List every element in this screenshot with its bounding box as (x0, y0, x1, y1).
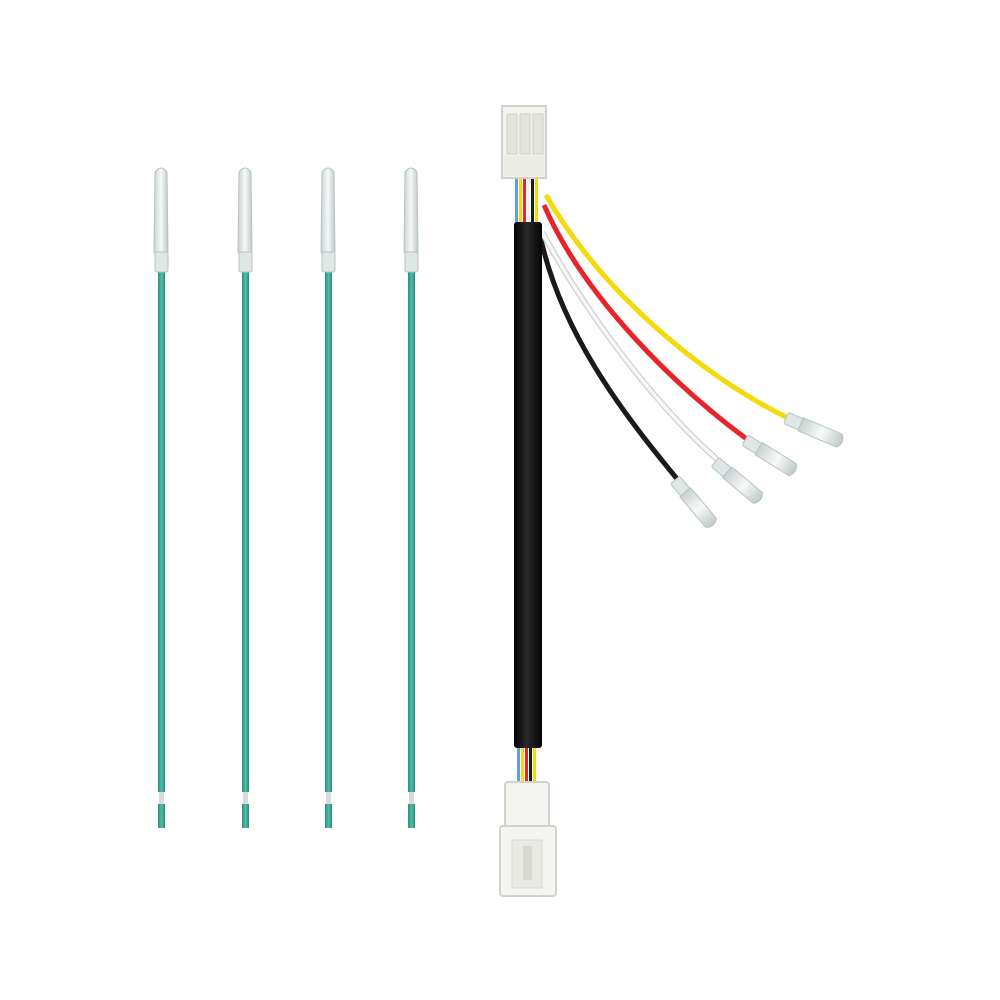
lead-terminal-black (670, 476, 717, 528)
lead-black (537, 234, 680, 482)
terminal-icon (153, 167, 169, 258)
wire-end (408, 804, 415, 828)
stripped-tip (243, 792, 248, 804)
top-connector-icon (501, 105, 547, 179)
lead-red (541, 204, 750, 443)
wire-insulation (242, 272, 249, 792)
wire-end (242, 804, 249, 828)
top-conductors (515, 175, 538, 225)
loose-wire-4 (403, 167, 419, 828)
lead-yellow (543, 193, 790, 421)
terminal-icon (237, 167, 253, 258)
terminal-crimp (238, 251, 253, 273)
wire-end (158, 804, 165, 828)
terminal-icon (320, 167, 336, 258)
bottom-connector-icon (499, 781, 557, 897)
wire-insulation (408, 272, 415, 792)
stripped-tip (409, 792, 414, 804)
wire-end (325, 804, 332, 828)
stripped-tip (326, 792, 331, 804)
wire-insulation (325, 272, 332, 792)
terminal-crimp (404, 251, 419, 273)
terminal-crimp (154, 251, 169, 273)
terminal-icon (403, 167, 419, 258)
wire-insulation (158, 272, 165, 792)
lead-white-core (540, 231, 722, 464)
loose-wire-1 (153, 167, 169, 828)
loose-wire-2 (237, 167, 253, 828)
lead-terminal-white (711, 457, 763, 504)
lead-terminal-red (742, 435, 797, 477)
terminal-crimp (321, 251, 336, 273)
lead-terminal-yellow (783, 412, 844, 448)
lead-white (539, 230, 722, 465)
stripped-tip (159, 792, 164, 804)
loose-wire-group (153, 167, 419, 828)
bottom-conductors (517, 745, 536, 790)
wire-harness (499, 105, 844, 897)
cable-sheath (514, 222, 542, 748)
loose-wire-3 (320, 167, 336, 828)
